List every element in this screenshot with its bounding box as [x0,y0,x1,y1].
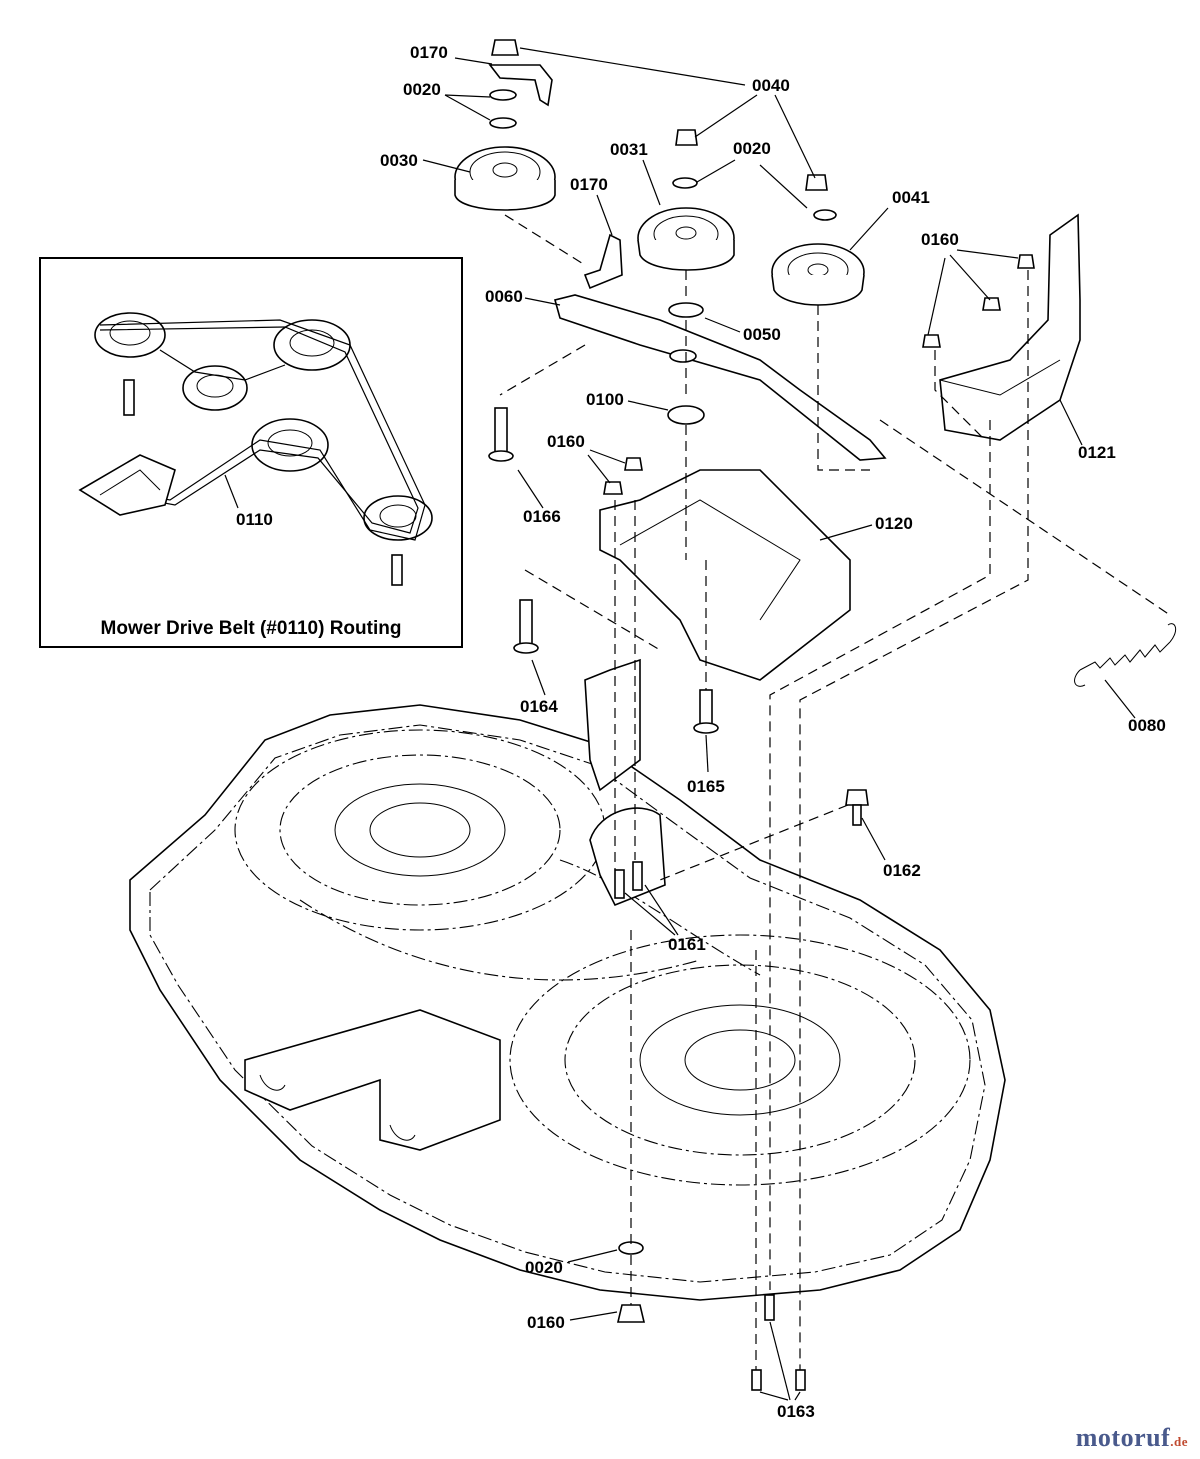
label-0100: 0100 [586,390,624,409]
bolt-0162 [845,789,869,826]
label-0163: 0163 [777,1402,815,1421]
pulley-0041-assembly [771,174,865,306]
label-0110: 0110 [236,510,273,529]
label-0031: 0031 [610,140,648,159]
label-0165: 0165 [687,777,725,796]
bracket-0121 [922,213,1081,441]
bolt-0166 [488,407,514,462]
label-0120: 0120 [875,514,913,533]
watermark-logo: motoruf.de [1076,1423,1188,1453]
belt-routing-drawing [78,312,433,586]
label-0160-mid: 0160 [547,432,585,451]
label-0040: 0040 [752,76,790,95]
label-0121: 0121 [1078,443,1116,462]
label-0160-bottom: 0160 [527,1313,565,1332]
label-0020-top: 0020 [403,80,441,99]
nut-0160-lower [616,1304,646,1323]
part-labels: 0170 0020 0030 0040 0031 0020 0170 0041 … [380,43,1166,1421]
label-0030: 0030 [380,151,418,170]
pulley-0030-assembly [454,39,556,211]
bolts-0161 [614,861,643,899]
watermark-text: motoruf [1075,1423,1171,1452]
label-0020-bottom: 0020 [525,1258,563,1277]
inset-caption: Mower Drive Belt (#0110) Routing [100,618,402,639]
label-0166: 0166 [523,507,561,526]
belt-routing-inset: Mower Drive Belt (#0110) Routing [39,257,463,648]
label-0041: 0041 [892,188,930,207]
label-0160-right: 0160 [921,230,959,249]
spring-0080 [1074,623,1177,687]
pulley-0031-assembly [637,129,735,318]
label-0060: 0060 [485,287,523,306]
label-0080: 0080 [1128,716,1166,735]
label-0164: 0164 [520,697,558,716]
watermark-suffix: .de [1170,1434,1188,1449]
label-0170-top: 0170 [410,43,448,62]
assembly-lines [499,214,1171,1370]
leader-lines [224,47,1136,1401]
label-0050: 0050 [743,325,781,344]
bolt-0164 [513,599,539,654]
label-0020-mid: 0020 [733,139,771,158]
label-0162: 0162 [883,861,921,880]
idler-arm-0060 [554,233,887,461]
bolt-0165 [693,689,719,734]
mower-deck [129,658,1006,1301]
label-0161: 0161 [668,935,706,954]
shield-0120 [599,405,851,681]
label-0170-mid: 0170 [570,175,608,194]
